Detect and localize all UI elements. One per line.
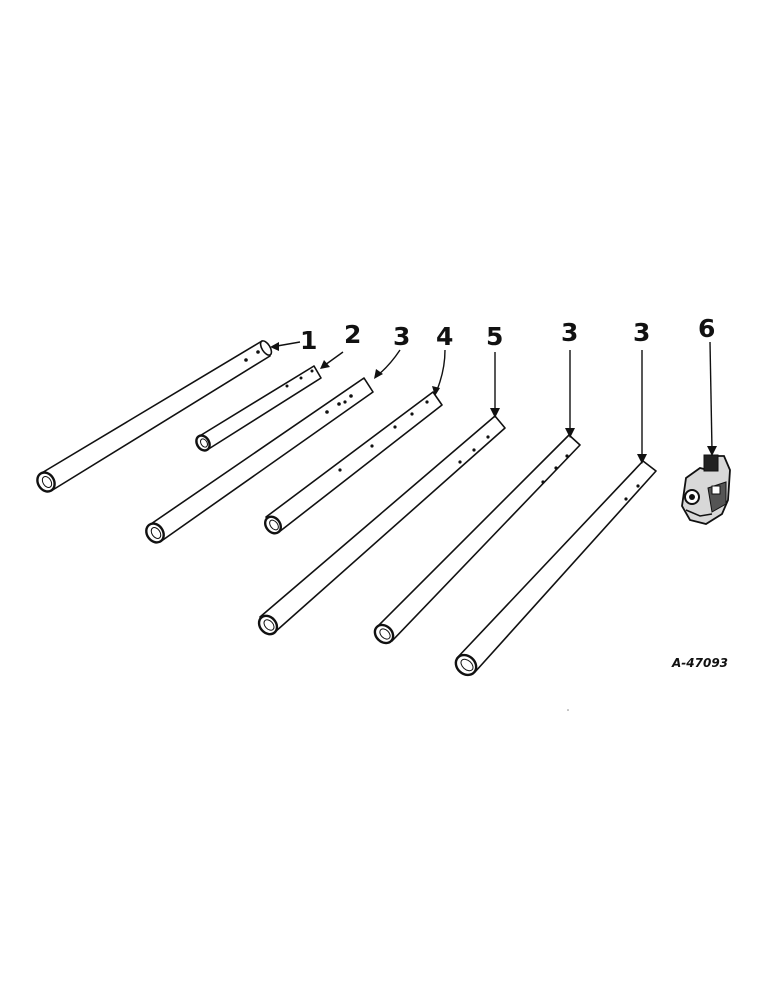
- callout-5: 5: [486, 322, 504, 351]
- callout-2: 2: [344, 320, 362, 349]
- callout-4: 4: [436, 322, 454, 351]
- tube-part-2: [195, 365, 322, 452]
- tube-part-3-middle: [373, 434, 581, 645]
- fitting-part-6: [681, 454, 731, 525]
- leader-lines: [270, 341, 717, 464]
- tube-part-3-right: [454, 460, 657, 677]
- scan-speck: [567, 709, 569, 711]
- leader-4: [436, 349, 446, 391]
- callout-6: 6: [698, 314, 716, 343]
- tube-part-3-left: [145, 377, 374, 544]
- leader-1: [276, 341, 301, 347]
- leader-6: [709, 341, 713, 451]
- tube-part-1: [36, 340, 273, 493]
- tube-part-4: [263, 391, 443, 535]
- callout-3-middle: 3: [561, 318, 579, 347]
- figure-reference-code: A-47093: [672, 656, 729, 670]
- leader-3-left: [377, 349, 401, 376]
- callout-3-right: 3: [633, 318, 651, 347]
- leader-2: [324, 351, 344, 366]
- callout-1: 1: [300, 326, 318, 355]
- tube-part-5: [257, 415, 506, 636]
- callout-3-left: 3: [393, 322, 411, 351]
